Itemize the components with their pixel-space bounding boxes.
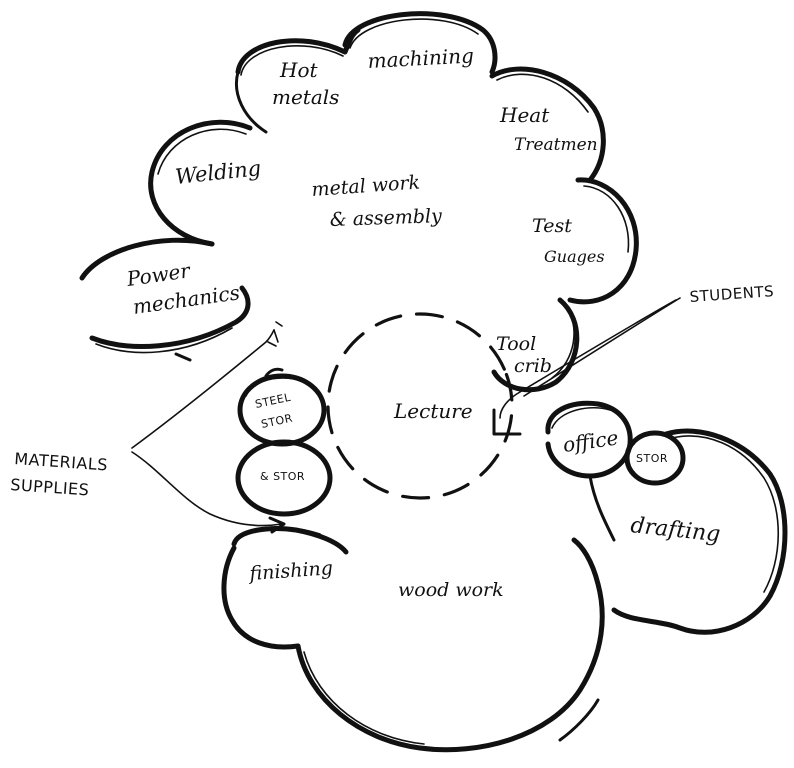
storage-outline bbox=[235, 367, 333, 517]
metal-shop-outline bbox=[79, 11, 639, 393]
label-power-mechanics: Power mechanics bbox=[124, 258, 241, 319]
svg-text:Lecture: Lecture bbox=[393, 399, 473, 423]
label-tool-crib: Tool crib bbox=[496, 333, 552, 377]
svg-text:STUDENTS: STUDENTS bbox=[689, 282, 775, 306]
svg-text:Tool: Tool bbox=[496, 333, 536, 355]
svg-text:wood work: wood work bbox=[398, 579, 504, 601]
svg-text:crib: crib bbox=[514, 355, 552, 377]
svg-text:machining: machining bbox=[367, 43, 474, 73]
label-students: STUDENTS bbox=[689, 282, 775, 306]
svg-text:drafting: drafting bbox=[629, 513, 721, 547]
svg-text:Power: Power bbox=[124, 258, 192, 291]
label-metal-work: metal work & assembly bbox=[311, 171, 443, 231]
svg-text:MATERIALS: MATERIALS bbox=[14, 449, 109, 474]
svg-text:Welding: Welding bbox=[174, 156, 262, 189]
svg-text:office: office bbox=[561, 425, 619, 457]
svg-text:metal work: metal work bbox=[311, 171, 421, 201]
lecture-outline bbox=[326, 312, 514, 500]
label-stor-small: STOR bbox=[636, 452, 668, 465]
svg-text:SUPPLIES: SUPPLIES bbox=[10, 475, 90, 499]
svg-text:finishing: finishing bbox=[247, 557, 334, 585]
label-stor: & STOR bbox=[260, 470, 305, 483]
svg-text:& assembly: & assembly bbox=[329, 205, 442, 231]
svg-text:& STOR: & STOR bbox=[260, 470, 305, 483]
svg-text:Guages: Guages bbox=[544, 247, 605, 266]
svg-text:metals: metals bbox=[272, 85, 339, 109]
svg-text:Treatmen: Treatmen bbox=[514, 135, 598, 155]
label-finishing: finishing bbox=[247, 557, 334, 585]
svg-text:STOR: STOR bbox=[260, 412, 294, 431]
label-materials-supplies: MATERIALS SUPPLIES bbox=[10, 449, 109, 499]
woodwork-outline bbox=[221, 526, 605, 753]
svg-text:STEEL: STEEL bbox=[254, 391, 293, 411]
label-machining: machining bbox=[367, 43, 474, 73]
label-steel-stor: STEEL STOR bbox=[254, 391, 294, 431]
label-welding: Welding bbox=[174, 156, 262, 189]
label-office: office bbox=[561, 425, 619, 457]
label-hot-metals: Hot metals bbox=[272, 58, 339, 109]
label-heat-treatment: Heat Treatmen bbox=[499, 103, 598, 155]
students-arrow bbox=[492, 297, 681, 436]
svg-text:STOR: STOR bbox=[636, 452, 668, 465]
label-wood-work: wood work bbox=[398, 579, 504, 601]
svg-text:Test: Test bbox=[532, 215, 572, 237]
materials-supplies-arrows bbox=[131, 321, 286, 534]
svg-text:Hot: Hot bbox=[279, 58, 318, 82]
label-lecture: Lecture bbox=[393, 399, 473, 423]
drafting-outline bbox=[545, 400, 788, 635]
label-drafting: drafting bbox=[629, 513, 721, 547]
label-test-guages: Test Guages bbox=[532, 215, 605, 266]
svg-text:Heat: Heat bbox=[499, 103, 550, 127]
